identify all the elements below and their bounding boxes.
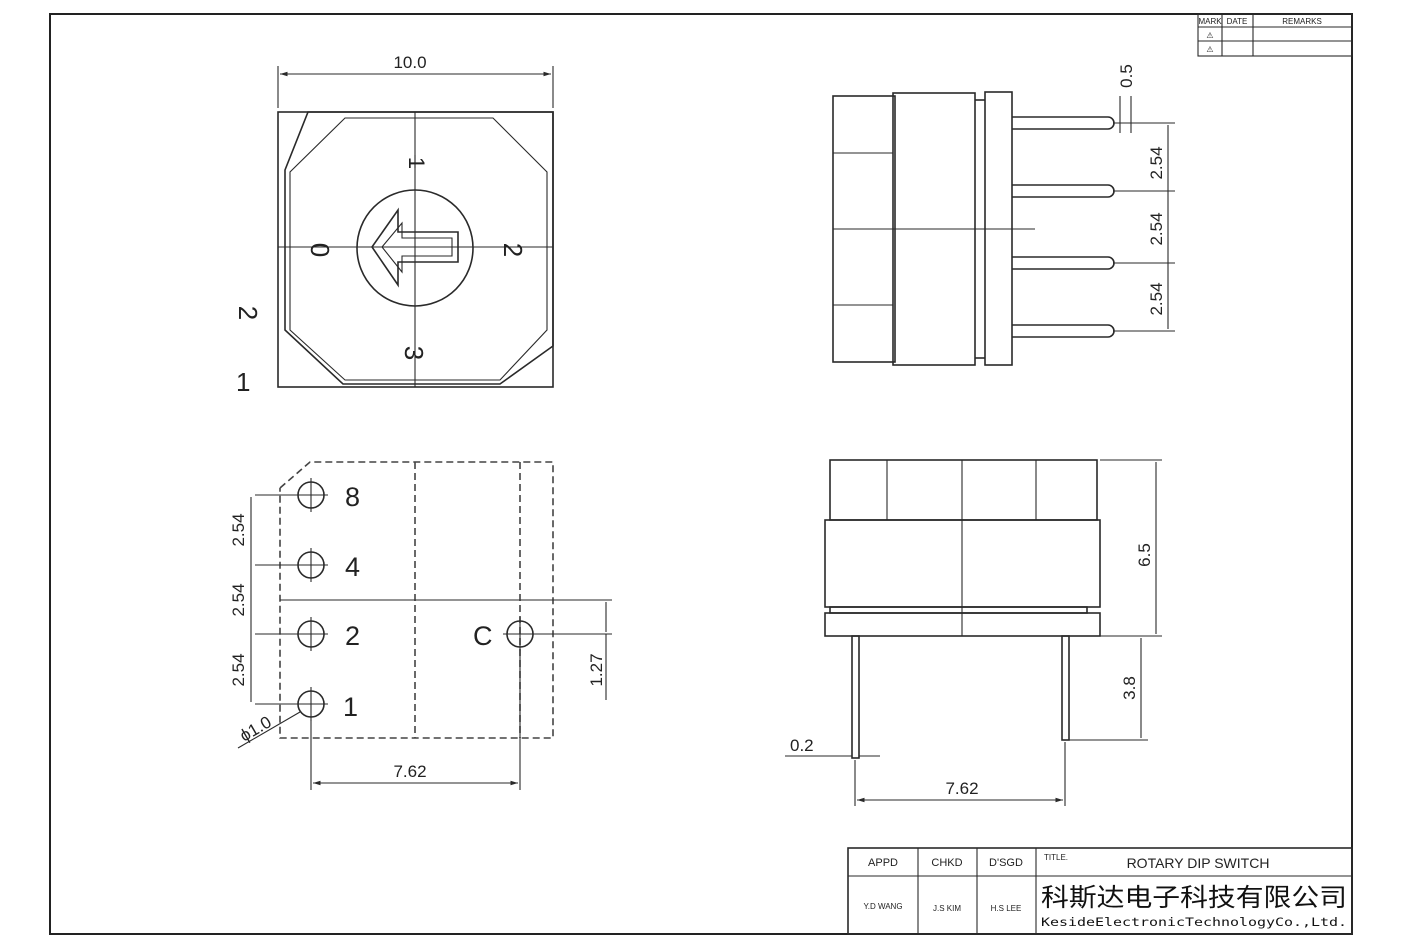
position-2-label: 2 — [498, 243, 528, 257]
position-1-label: 1 — [404, 157, 429, 169]
pin-label-8: 8 — [345, 482, 360, 512]
pin-width-dimension: 0.2 — [790, 736, 814, 755]
side-label-2: 2 — [233, 306, 263, 320]
drawing-title: ROTARY DIP SWITCH — [1127, 855, 1270, 871]
company-name-cn: 科斯达电子科技有限公司 — [1041, 883, 1347, 912]
pin-hole-8 — [294, 478, 328, 512]
side-pitch-3: 2.54 — [1147, 282, 1166, 315]
bottom-pitch-2: 2.54 — [229, 583, 248, 616]
approved-label: APPD — [868, 857, 898, 869]
side-label-1: 1 — [236, 367, 250, 397]
side-view: 0.5 2.54 2.54 2.54 — [832, 64, 1175, 366]
position-3-label: 3 — [399, 346, 429, 360]
pin-length-dimension: 3.8 — [1120, 676, 1139, 700]
title-label: TITLE. — [1044, 853, 1068, 862]
revision-block: MARK DATE REMARKS ⚠ ⚠ — [1197, 13, 1353, 57]
bottom-pitch-1: 2.54 — [229, 513, 248, 546]
revision-mark-header: MARK — [1198, 17, 1222, 26]
bottom-pitch-3: 2.54 — [229, 653, 248, 686]
arrow-icon — [371, 207, 459, 288]
pin-label-2: 2 — [345, 621, 360, 651]
offset-dimension: 1.27 — [587, 653, 606, 686]
pin-hole-1 — [294, 687, 328, 721]
company-name-en: KesideElectronicTechnologyCo.,Ltd. — [1041, 915, 1347, 929]
pin-label-1: 1 — [343, 692, 358, 722]
approved-by: Y.D WANG — [863, 902, 902, 911]
designed-by: H.S LEE — [991, 904, 1022, 913]
pin-label-common: C — [473, 621, 493, 651]
revision-remarks-header: REMARKS — [1282, 17, 1322, 26]
front-span-dimension: 7.62 — [945, 779, 978, 798]
bottom-view: 8 4 2 1 C 2.54 2.54 2.54 ϕ1.0 1.27 7.62 — [229, 461, 612, 790]
revision-date-header: DATE — [1227, 17, 1248, 26]
pin-hole-2 — [294, 617, 328, 651]
width-dimension: 10.0 — [393, 53, 426, 72]
body-height-dimension: 6.5 — [1135, 543, 1154, 567]
bottom-span-dimension: 7.62 — [393, 762, 426, 781]
pin-thickness-dimension: 0.5 — [1117, 64, 1136, 88]
revision-mark-1: ⚠ — [1206, 31, 1213, 40]
title-block: APPD CHKD D'SGD TITLE. ROTARY DIP SWITCH… — [847, 847, 1353, 935]
sheet-border — [49, 13, 1353, 935]
side-pitch-2: 2.54 — [1147, 212, 1166, 245]
hole-diameter-dimension: ϕ1.0 — [237, 712, 275, 745]
pin-hole-4 — [294, 548, 328, 582]
top-view: 10.0 0 1 2 3 2 1 — [233, 53, 554, 397]
designed-label: D'SGD — [989, 857, 1023, 869]
position-0-label: 0 — [305, 243, 335, 257]
checked-label: CHKD — [931, 857, 962, 869]
front-view: 6.5 3.8 0.2 7.62 — [785, 459, 1162, 806]
revision-mark-2: ⚠ — [1206, 45, 1213, 54]
side-pitch-1: 2.54 — [1147, 146, 1166, 179]
checked-by: J.S KIM — [933, 904, 961, 913]
rotary-knob — [356, 189, 474, 307]
pin-hole-common — [503, 617, 537, 651]
pin-label-4: 4 — [345, 552, 360, 582]
